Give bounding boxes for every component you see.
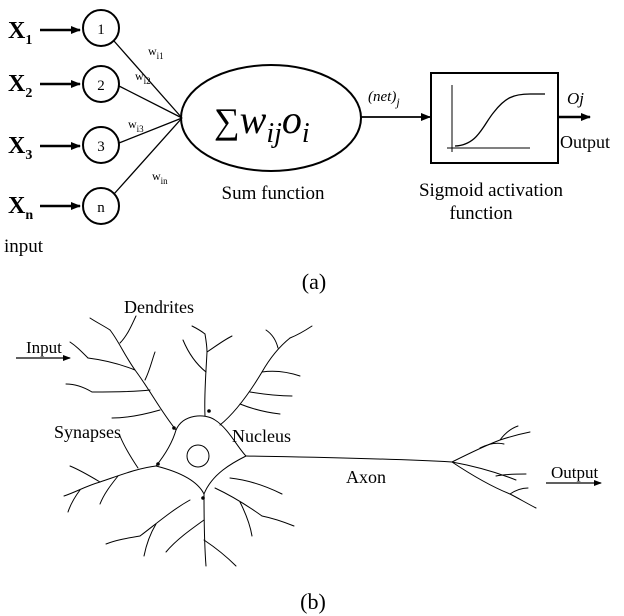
- caption-a: (a): [302, 269, 326, 294]
- oj-label: Oj: [567, 89, 584, 108]
- weight-label-i3: wi3: [128, 117, 144, 134]
- panel-a-artificial-neuron: X1 1 X2 2 X3 3 Xn: [4, 9, 610, 294]
- nucleus-label: Nucleus: [232, 426, 291, 446]
- nucleus: [186, 444, 210, 468]
- input-var-x2: X2: [8, 71, 32, 101]
- input-node-3: [82, 126, 120, 164]
- axon-label: Axon: [346, 467, 386, 487]
- output-label-a: Output: [560, 132, 610, 152]
- sum-function-label: Sum function: [222, 183, 325, 204]
- input-var-x1: X1: [8, 18, 32, 48]
- input-label-b: Input: [26, 338, 62, 357]
- weighted-connections: [113, 40, 183, 195]
- input-node-1-label: 1: [97, 22, 105, 38]
- synapse-dot: [207, 409, 211, 413]
- input-row-2: X2 2: [8, 65, 120, 103]
- sum-function-ellipse: [180, 64, 362, 172]
- input-node-2-label: 2: [97, 78, 105, 94]
- input-node-n-label: n: [97, 200, 105, 216]
- input-node-2: [82, 65, 120, 103]
- sigmoid-label-line2: function: [449, 203, 513, 224]
- net-label: (net)j: [368, 89, 400, 109]
- weight-label-in: win: [152, 169, 168, 186]
- weight-label-i2: wi2: [135, 69, 151, 86]
- sum-function-formula: ∑wijoi: [214, 97, 310, 149]
- weight-label-i1: wi1: [148, 44, 164, 61]
- input-row-1: X1 1: [8, 9, 120, 48]
- input-node-1: [82, 9, 120, 47]
- sigmoid-activation-box: [430, 72, 559, 164]
- caption-b: (b): [300, 589, 326, 614]
- axon: [245, 455, 453, 463]
- input-var-xn: Xn: [8, 193, 33, 223]
- synapse-dot: [172, 426, 176, 430]
- input-var-x3: X3: [8, 133, 32, 163]
- panel-b-biological-neuron: Dendrites Input: [16, 297, 602, 614]
- dendrites-label: Dendrites: [124, 297, 194, 317]
- input-caption: input: [4, 236, 44, 257]
- input-row-3: X3 3: [8, 126, 120, 164]
- input-row-n: Xn n: [8, 187, 120, 225]
- synapses-label: Synapses: [54, 422, 121, 442]
- synapse-dot: [201, 496, 205, 500]
- neuron-drawing: [63, 315, 537, 567]
- sigmoid-curve-icon: [447, 85, 545, 152]
- output-label-b: Output: [551, 463, 599, 482]
- sigmoid-label-line1: Sigmoid activation: [419, 180, 564, 201]
- input-node-3-label: 3: [97, 139, 105, 155]
- input-node-n: [82, 187, 120, 225]
- synapse-dot: [156, 462, 160, 466]
- synapse-markers: [156, 409, 211, 500]
